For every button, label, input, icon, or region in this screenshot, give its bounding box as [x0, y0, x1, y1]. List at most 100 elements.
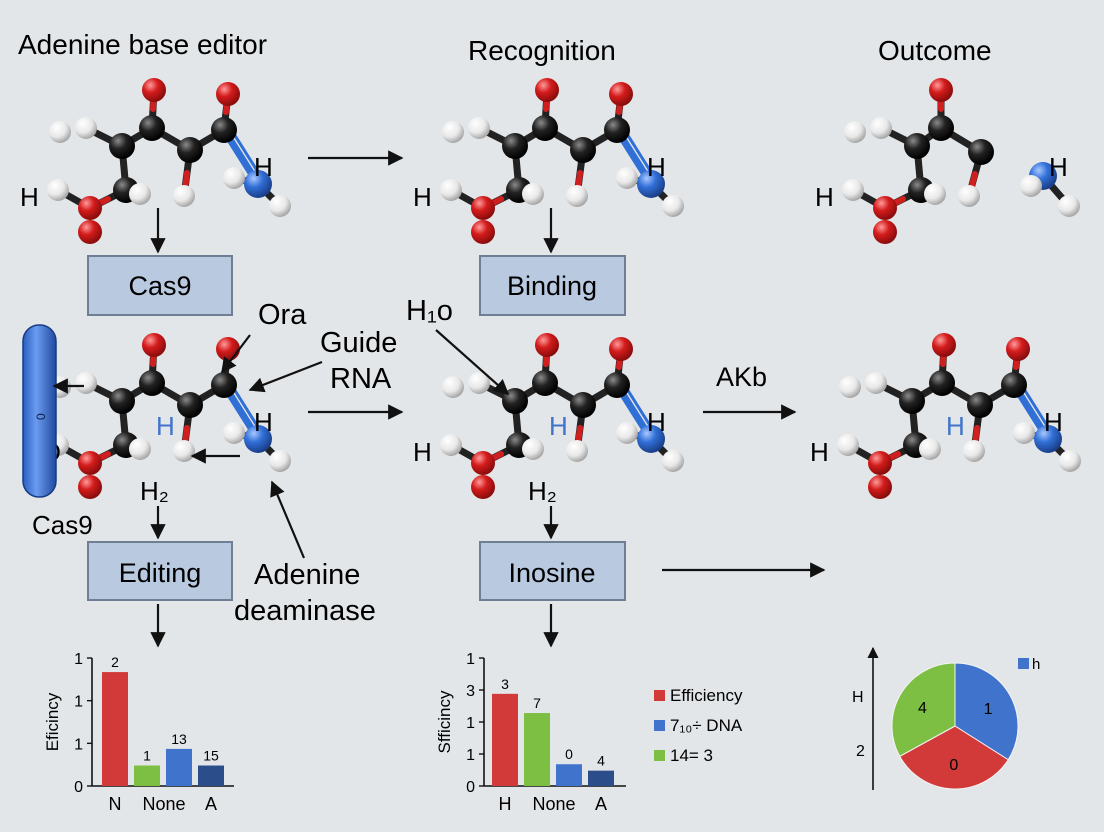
legend-swatch: [654, 690, 665, 701]
atom-label-h-right: H: [1049, 152, 1068, 182]
hydrogen-atom: [47, 179, 69, 201]
carbon-atom: [109, 133, 135, 159]
hydrogen-atom: [616, 167, 638, 189]
hydrogen-atom: [1020, 175, 1042, 197]
hydrogen-atom: [842, 179, 864, 201]
editing-box-label: Editing: [119, 558, 202, 588]
bar-value-label: 1: [143, 748, 151, 764]
atom-label-h-right: H: [647, 152, 666, 182]
y-axis-label: Eficincy: [43, 692, 62, 751]
bar-value-label: 0: [565, 746, 573, 762]
oxygen-atom: [471, 220, 495, 244]
oxygen-atom: [216, 82, 240, 106]
y-tick-label: 1: [74, 694, 83, 711]
bar-value-label: 13: [171, 731, 187, 747]
legend-label: Efficiency: [670, 686, 743, 705]
y-tick-label: 1: [74, 651, 83, 668]
atom-label-h-left: H: [413, 437, 432, 467]
x-tick-label: A: [205, 794, 217, 814]
oxygen-atom: [471, 196, 495, 220]
oxygen-atom: [142, 78, 166, 102]
hydrogen-atom: [440, 434, 462, 456]
hydrogen-atom: [75, 372, 97, 394]
label-rna: RNA: [330, 363, 392, 395]
x-tick-label: H: [499, 794, 512, 814]
arrow-guide-rna-pointer: [248, 360, 323, 393]
inosine-box-label: Inosine: [508, 558, 595, 588]
bar: [102, 672, 128, 786]
nitrogen-atom: [244, 425, 272, 453]
nitrogen-atom: [244, 170, 272, 198]
atom-label-h-right: H: [647, 407, 666, 437]
legend-swatch: [654, 720, 665, 731]
bar: [492, 693, 518, 786]
carbon-atom: [604, 372, 630, 398]
oxygen-atom: [78, 220, 102, 244]
pie-axis-label: 2: [856, 743, 865, 760]
hydrogen-atom: [173, 440, 195, 462]
hydrogen-atom: [269, 195, 291, 217]
editing-box: Editing: [87, 541, 233, 601]
hydrogen-atom: [566, 185, 588, 207]
carbon-atom: [109, 388, 135, 414]
y-tick-label: 0: [74, 779, 83, 796]
bar: [556, 764, 582, 786]
oxygen-atom: [1006, 337, 1030, 361]
carbon-atom: [928, 115, 954, 141]
carbon-atom: [211, 372, 237, 398]
hydrogen-atom: [1059, 450, 1081, 472]
atom-label-h-green: H: [156, 411, 175, 441]
molecule-adenine-top-left: HH: [20, 78, 291, 244]
bar: [588, 770, 614, 786]
oxygen-atom: [929, 78, 953, 102]
x-tick-label: None: [142, 794, 185, 814]
hydrogen-atom: [1058, 195, 1080, 217]
carbon-atom: [177, 392, 203, 418]
binding-box-label: Binding: [507, 271, 597, 301]
hydrogen-atom: [440, 179, 462, 201]
cas9-protein-rod: [22, 324, 57, 498]
oxygen-atom: [609, 82, 633, 106]
atom-label-h-green: H: [549, 411, 568, 441]
atom-label-h-left: H: [20, 182, 39, 212]
heading-adenine-base-editor: Adenine base editor: [18, 29, 267, 60]
oxygen-atom: [873, 220, 897, 244]
cas9-box-label: Cas9: [128, 271, 191, 301]
hydrogen-atom: [865, 372, 887, 394]
bar-value-label: 15: [203, 748, 219, 764]
y-tick-label: 3: [466, 683, 475, 700]
atom-label-h-right: H: [1044, 407, 1063, 437]
label-h1o: H₁o: [406, 295, 453, 327]
oxygen-atom: [216, 337, 240, 361]
hydrogen-atom: [223, 422, 245, 444]
y-tick-label: 1: [74, 736, 83, 753]
nitrogen-atom: [637, 425, 665, 453]
binding-box: Binding: [479, 255, 626, 316]
bar: [134, 765, 160, 786]
carbon-atom: [502, 133, 528, 159]
y-tick-label: 1: [466, 747, 475, 764]
heading-recognition: Recognition: [468, 35, 616, 66]
hydrogen-atom: [566, 440, 588, 462]
carbon-atom: [904, 133, 930, 159]
oxygen-atom: [142, 333, 166, 357]
carbon-atom: [139, 115, 165, 141]
hydrogen-atom: [662, 195, 684, 217]
carbon-atom: [211, 117, 237, 143]
bar: [524, 713, 550, 786]
atom-label-h-right: H: [254, 152, 273, 182]
atom-label-h-green: H: [946, 411, 965, 441]
pie-axis-label: H: [852, 689, 864, 706]
molecule-adenine-top-middle: HH: [413, 78, 684, 244]
atom-label-h-left: H: [815, 182, 834, 212]
hydrogen-atom: [839, 376, 861, 398]
arrow-ora-pointer: [221, 334, 251, 374]
legend-label: h: [1032, 656, 1040, 673]
bar-value-label: 3: [501, 676, 509, 692]
hydrogen-atom: [173, 185, 195, 207]
legend-swatch: [1018, 658, 1029, 669]
